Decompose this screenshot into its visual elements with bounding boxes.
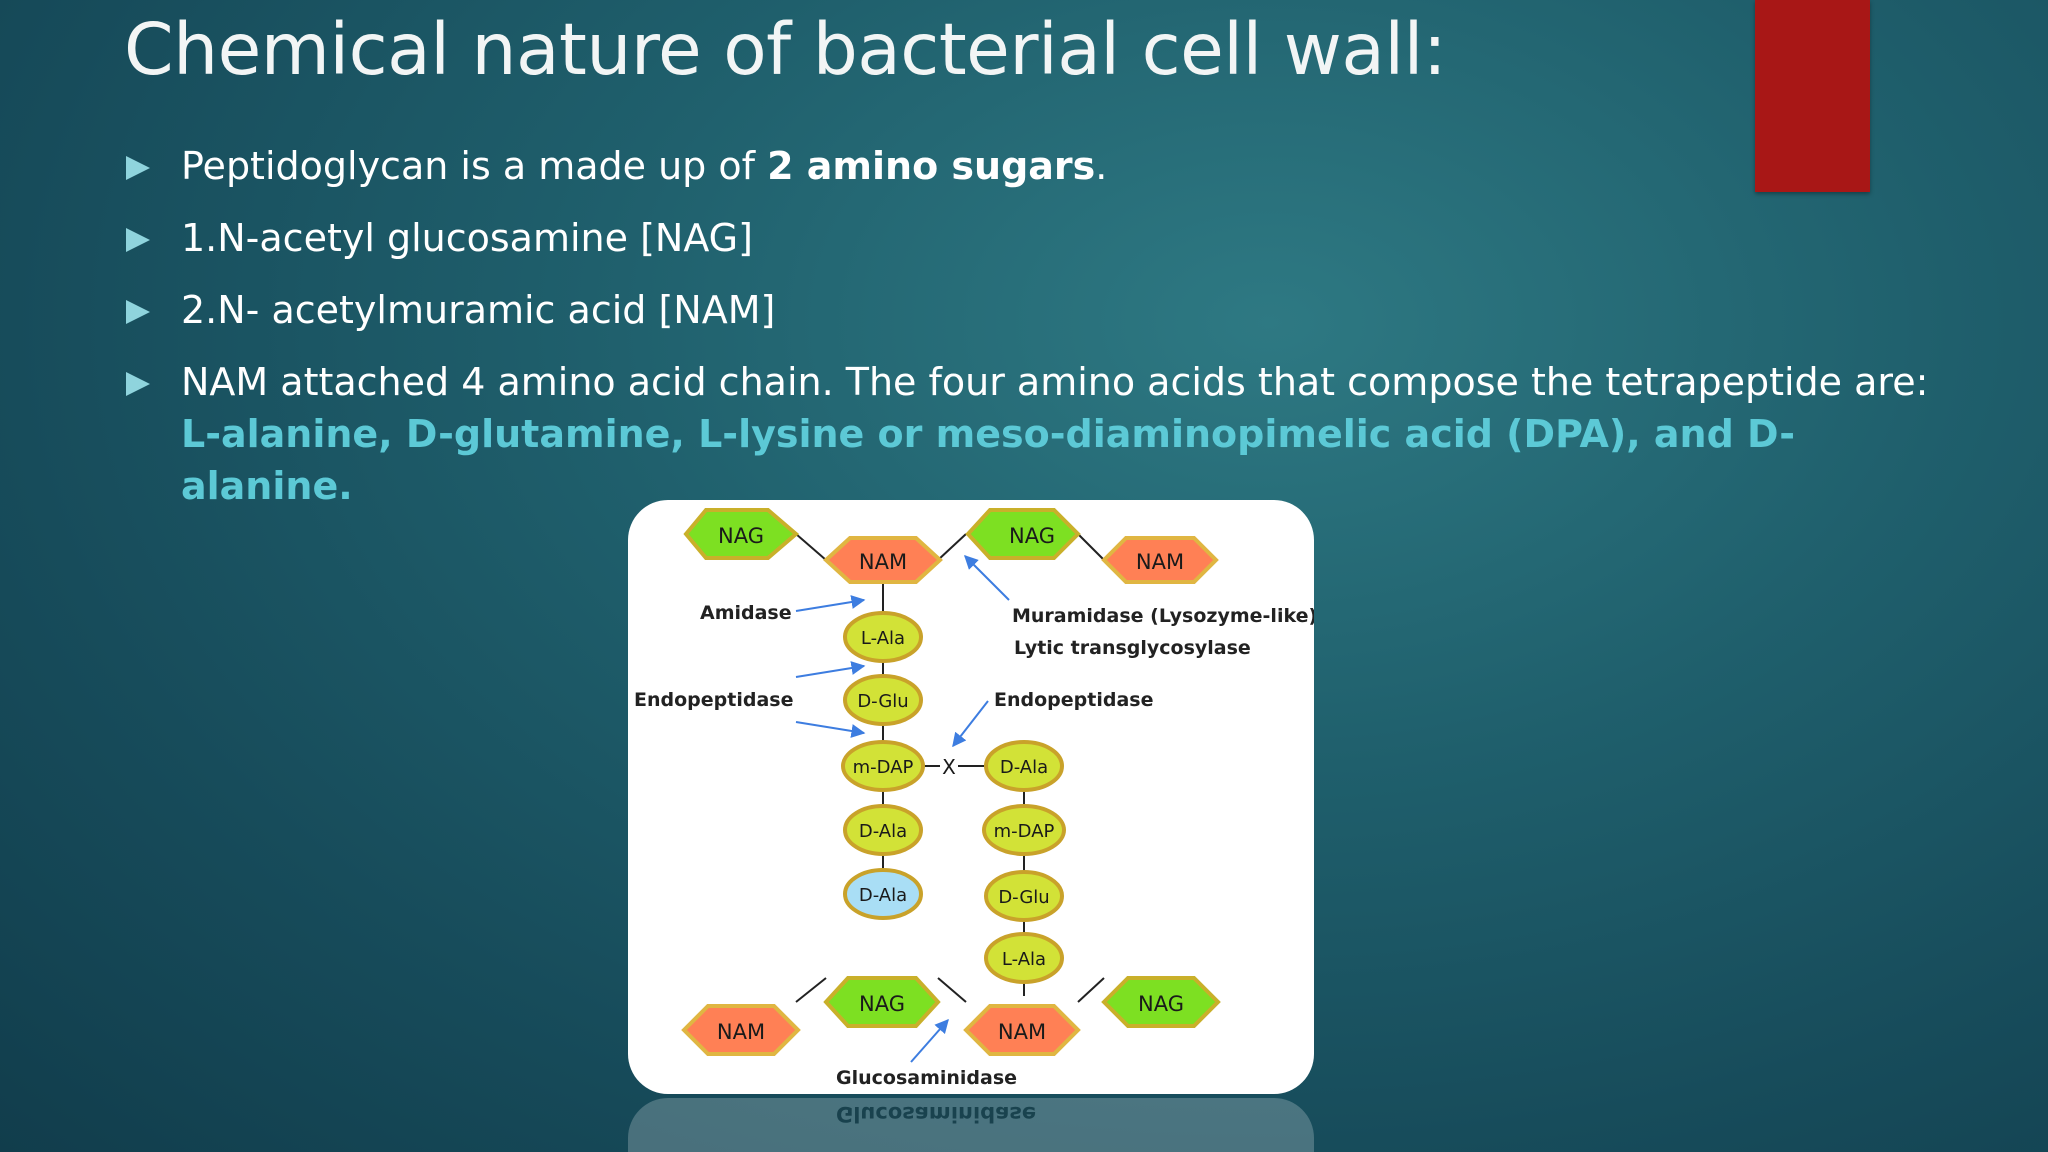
bullet-item: NAM attached 4 amino acid chain. The fou… [124, 356, 1964, 512]
bullet-text: NAM attached 4 amino acid chain. The fou… [181, 360, 1929, 404]
left-chain-l-ala: L-Ala [843, 611, 923, 663]
right-chain-d-glu: D-Glu [984, 870, 1064, 922]
bullet-item: 1.N-acetyl glucosamine [NAG] [124, 212, 1964, 264]
endopeptidase-right-label: Endopeptidase [994, 689, 1153, 711]
endopeptidase-left-label: Endopeptidase [634, 689, 793, 711]
slide-title: Chemical nature of bacterial cell wall: [124, 8, 1447, 91]
right-chain-d-ala-label: D-Ala [1000, 757, 1048, 778]
bullet-arrow-icon [126, 300, 150, 324]
left-chain-m-dap-label: m-DAP [853, 757, 914, 778]
bullet-text-end: . [1095, 144, 1108, 188]
right-chain-m-dap-label: m-DAP [994, 821, 1055, 842]
bullet-item: Peptidoglycan is a made up of 2 amino su… [124, 140, 1964, 192]
bullet-arrow-icon [126, 372, 150, 396]
left-chain-d-ala-1: D-Ala [843, 804, 923, 856]
left-chain-d-glu-label: D-Glu [857, 691, 908, 712]
bullet-highlight-text: L-alanine, D-glutamine, L-lysine or meso… [181, 412, 1796, 508]
right-chain-l-ala: L-Ala [984, 932, 1064, 984]
crosslink-label: X [942, 755, 956, 779]
peptidoglycan-diagram: NAG NAM NAG NAM L-Ala D-Glu m-DAP [628, 500, 1314, 1094]
diagram-reflection: Glucosaminidase [628, 1098, 1314, 1152]
bullet-list: Peptidoglycan is a made up of 2 amino su… [124, 140, 1964, 532]
lytic-transglycosylase-label: Lytic transglycosylase [1014, 637, 1251, 659]
bottom-nag-right-node: NAG [1101, 976, 1221, 1028]
bottom-nag-right-label: NAG [1138, 992, 1184, 1016]
bottom-nam-right-node: NAM [963, 1004, 1081, 1056]
bottom-nag-left-label: NAG [859, 992, 905, 1016]
muramidase-label: Muramidase (Lysozyme-like) [1012, 605, 1314, 627]
bullet-arrow-icon [126, 156, 150, 180]
top-nag-left-node: NAG [683, 508, 800, 560]
bullet-text: Peptidoglycan is a made up of [181, 144, 768, 188]
right-chain-d-ala: D-Ala [984, 740, 1064, 792]
right-chain-l-ala-label: L-Ala [1002, 949, 1046, 970]
top-nag-right-node: NAG [965, 508, 1081, 560]
left-chain-d-ala-2: D-Ala [843, 868, 923, 920]
top-nam-left-label: NAM [859, 550, 907, 574]
left-chain-l-ala-label: L-Ala [861, 628, 905, 649]
left-chain-m-dap: m-DAP [841, 740, 925, 792]
top-nam-right-label: NAM [1136, 550, 1184, 574]
right-chain-d-glu-label: D-Glu [998, 887, 1049, 908]
top-nam-left-node: NAM [823, 536, 943, 584]
enzyme-arrows [795, 555, 1010, 1063]
glucosaminidase-label: Glucosaminidase [836, 1067, 1017, 1089]
left-chain-d-ala-2-label: D-Ala [859, 885, 907, 906]
left-chain-d-glu: D-Glu [843, 674, 923, 726]
top-nag-left-label: NAG [718, 524, 764, 548]
reflection-text: Glucosaminidase [836, 1102, 1037, 1126]
bottom-nam-right-label: NAM [998, 1020, 1046, 1044]
right-chain-m-dap: m-DAP [982, 804, 1066, 856]
bullet-text: 1.N-acetyl glucosamine [NAG] [181, 216, 753, 260]
bottom-nam-left-label: NAM [717, 1020, 765, 1044]
bottom-nam-left-node: NAM [681, 1004, 801, 1056]
bottom-nag-left-node: NAG [823, 976, 941, 1028]
bullet-bold-text: 2 amino sugars [767, 144, 1096, 188]
accent-bar [1755, 0, 1870, 192]
left-chain-d-ala-1-label: D-Ala [859, 821, 907, 842]
amidase-label: Amidase [700, 602, 792, 624]
bullet-arrow-icon [126, 228, 150, 252]
bullet-text: 2.N- acetylmuramic acid [NAM] [181, 288, 776, 332]
top-nag-right-label: NAG [1009, 524, 1055, 548]
top-nam-right-node: NAM [1101, 536, 1219, 584]
bullet-item: 2.N- acetylmuramic acid [NAM] [124, 284, 1964, 336]
